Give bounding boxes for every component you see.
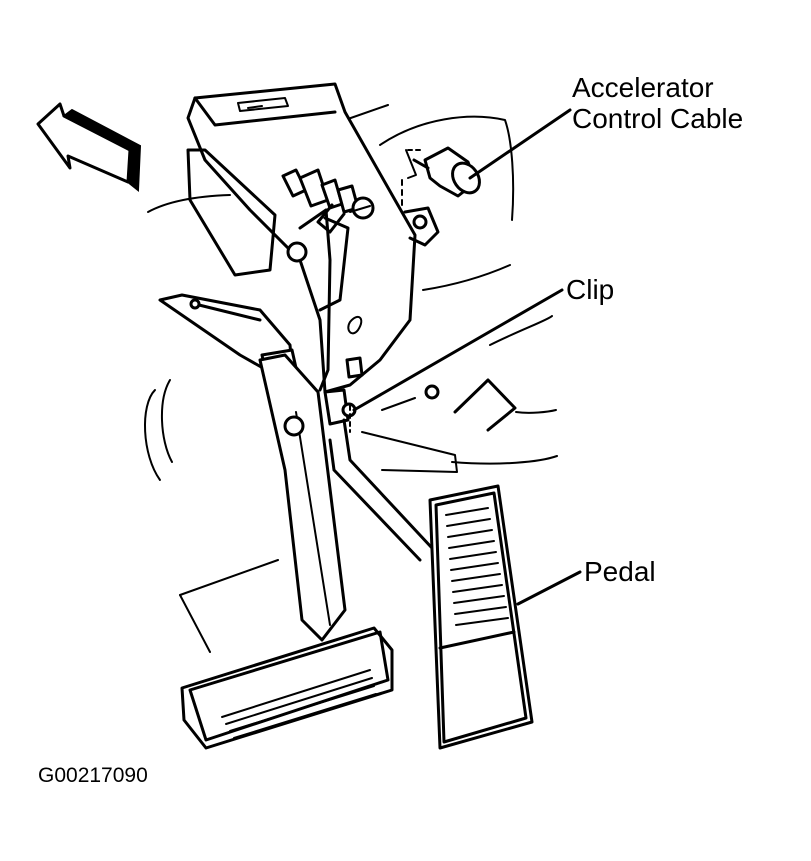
leader-line-pedal (516, 570, 582, 606)
background-contours (143, 104, 558, 653)
brake-pedal (180, 353, 394, 750)
pedal-mounting-bracket (186, 82, 440, 394)
accelerator-control-cable-label: Accelerator Control Cable (572, 72, 743, 134)
cable-label-line-2: Control Cable (572, 103, 744, 134)
clip-label: Clip (566, 274, 615, 305)
accelerator-pedal-pad (428, 484, 534, 750)
leader-lines (352, 108, 582, 606)
cable-label-line-1: Accelerator (572, 72, 714, 103)
cable-housing (401, 146, 481, 206)
forward-arrow-icon (36, 102, 142, 193)
pedal-label: Pedal (584, 556, 656, 587)
figure-id-label: G00217090 (38, 764, 148, 787)
accelerator-pedal-arm (323, 378, 517, 562)
cable-end-fittings (281, 168, 375, 234)
leader-line-clip (352, 288, 564, 412)
leader-line-cable (468, 108, 572, 180)
